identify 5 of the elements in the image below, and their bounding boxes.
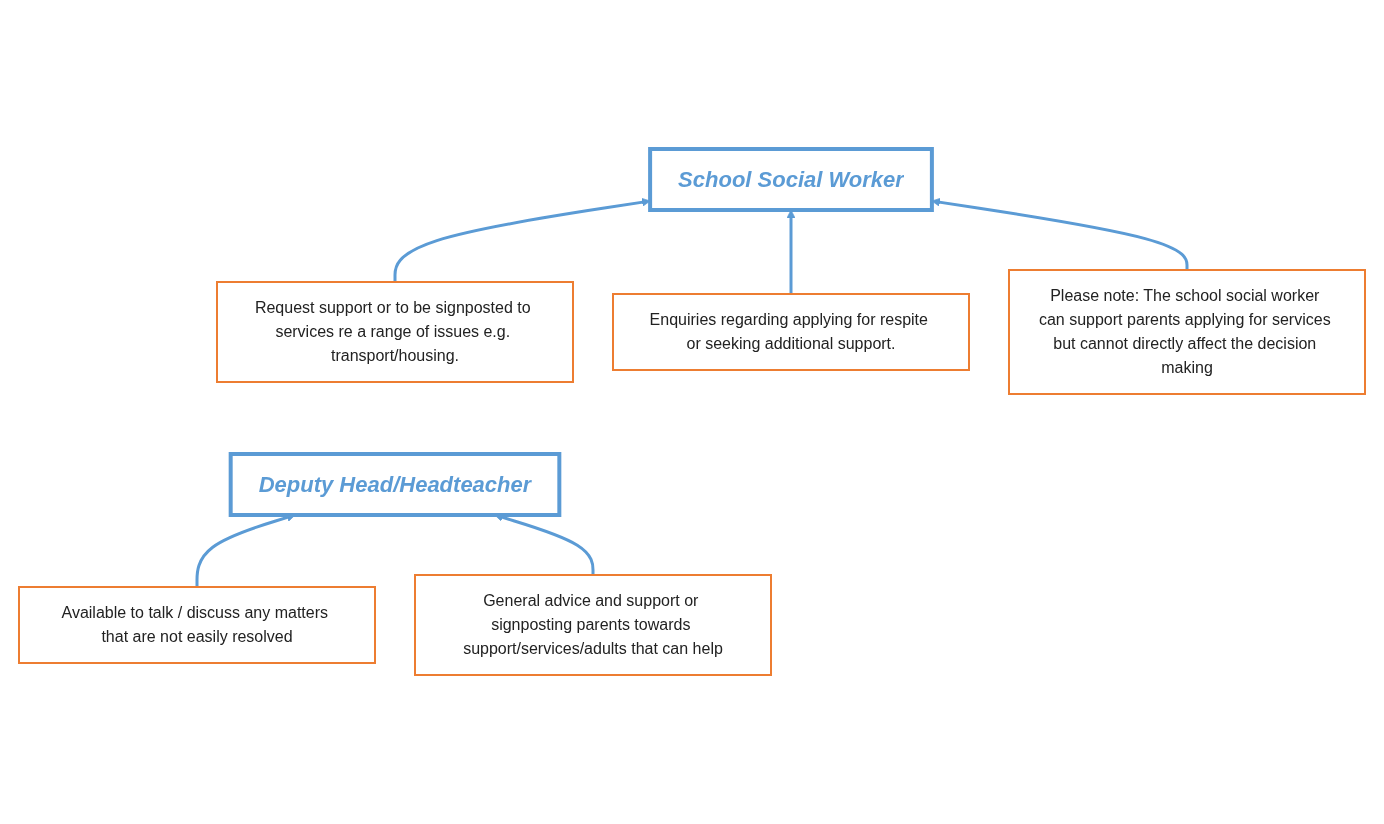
node-box: Please note: The school social worker can support parents applying for services but cannot directly affect the decision making — [1008, 269, 1366, 395]
node-box: Available to talk / discuss any matters that are not easily resolved — [18, 586, 376, 664]
node-box: Request support or to be signposted to services re a range of issues e.g. transport/housing. — [216, 281, 574, 383]
node-box: Enquiries regarding applying for respite or seeking additional support. — [612, 293, 970, 371]
node-box: General advice and support or signposting parents towards support/services/adults that can help — [414, 574, 772, 676]
